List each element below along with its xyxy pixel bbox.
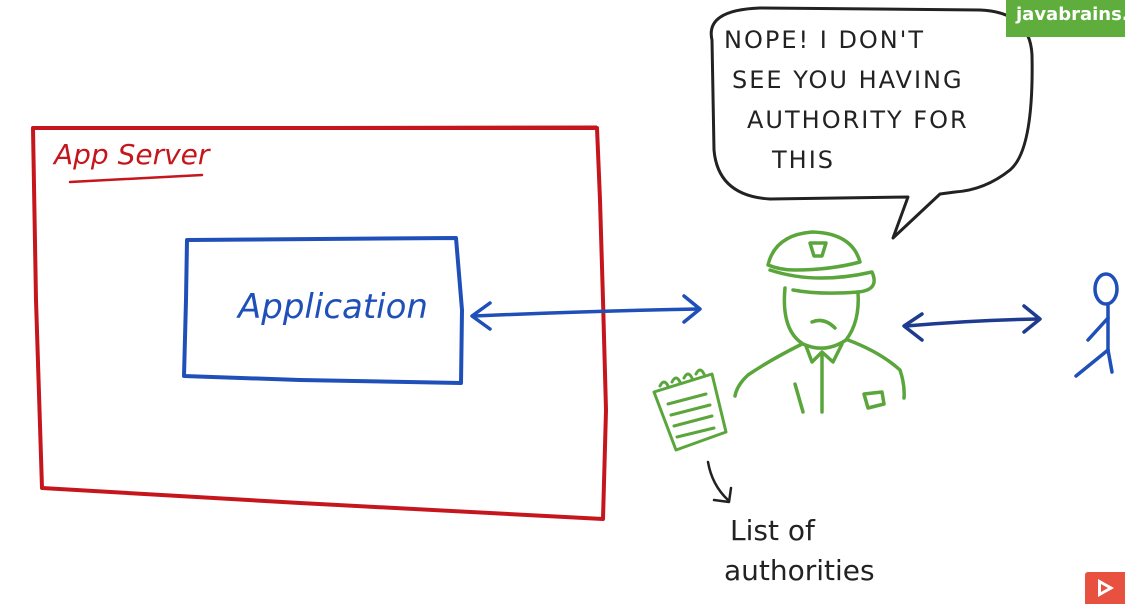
speech-bubble	[709, 6, 1034, 240]
speech-line-4: THIS	[771, 146, 835, 174]
speech-line-2: SEE YOU HAVING	[732, 66, 964, 94]
notepad-icon	[652, 368, 728, 452]
guard-user-arrow	[902, 304, 1042, 342]
security-guard-icon	[733, 230, 906, 414]
app-server-underline	[68, 173, 204, 184]
play-button[interactable]	[1085, 572, 1125, 604]
app-server-box	[31, 125, 608, 521]
app-server-label: App Server	[52, 138, 211, 171]
application-guard-arrow	[470, 294, 702, 331]
speech-line-1: NOPE! I DON'T	[724, 26, 925, 54]
list-label-line1: List of	[730, 514, 816, 547]
brand-badge[interactable]: javabrains.i	[1006, 0, 1125, 37]
stick-figure-icon	[1074, 272, 1119, 378]
application-box	[182, 236, 464, 385]
application-label: Application	[236, 287, 428, 327]
speech-line-3: AUTHORITY FOR	[747, 106, 969, 134]
list-label-line2: authorities	[724, 554, 875, 587]
notepad-label-arrow	[706, 460, 733, 504]
